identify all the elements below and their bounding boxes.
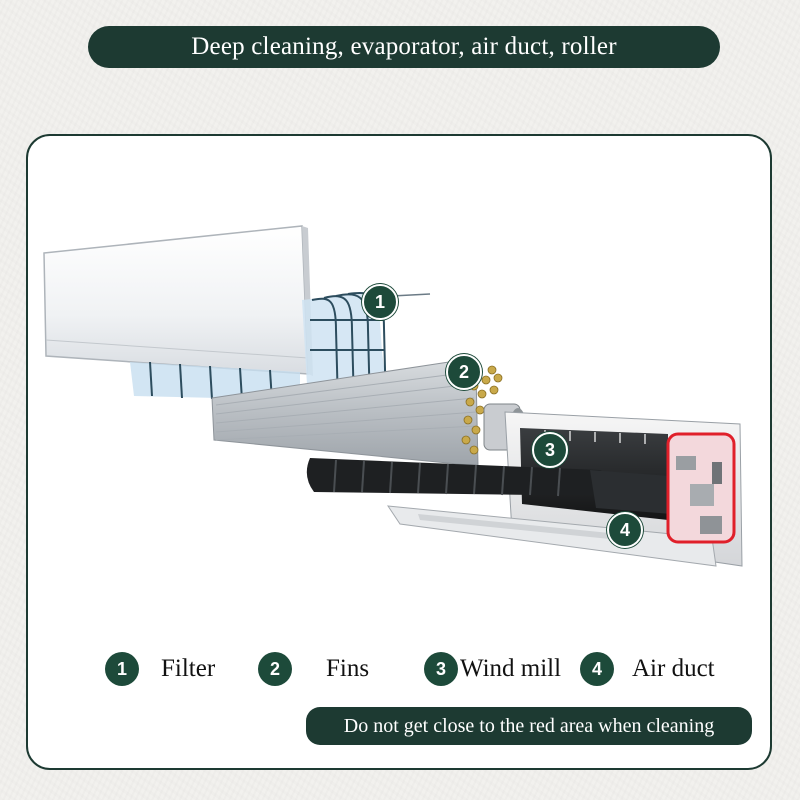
legend-item-air-duct: 4 Air duct (580, 650, 740, 690)
title-banner: Deep cleaning, evaporator, air duct, rol… (88, 26, 720, 68)
callout-badge-fins: 2 (446, 354, 482, 390)
callout-badge-wind-mill: 3 (532, 432, 568, 468)
legend-item-wind-mill: 3 Wind mill (424, 650, 584, 690)
legend-badge: 4 (580, 652, 614, 686)
legend-label: Air duct (632, 655, 715, 682)
warning-banner: Do not get close to the red area when cl… (306, 707, 752, 745)
legend-badge: 3 (424, 652, 458, 686)
control-board-area (666, 432, 736, 544)
legend-label: Fins (326, 655, 370, 682)
callout-badge-air-duct: 4 (607, 512, 643, 548)
cross-flow-fan (306, 458, 672, 514)
legend-label: Wind mill (460, 655, 562, 682)
legend-label: Filter (161, 655, 216, 682)
legend-badge: 1 (105, 652, 139, 686)
front-panel (43, 225, 313, 376)
legend-item-fins: 2 Fins (258, 650, 388, 690)
legend-badge: 2 (258, 652, 292, 686)
legend-item-filter: 1 Filter (105, 650, 255, 690)
callout-badge-filter: 1 (362, 284, 398, 320)
